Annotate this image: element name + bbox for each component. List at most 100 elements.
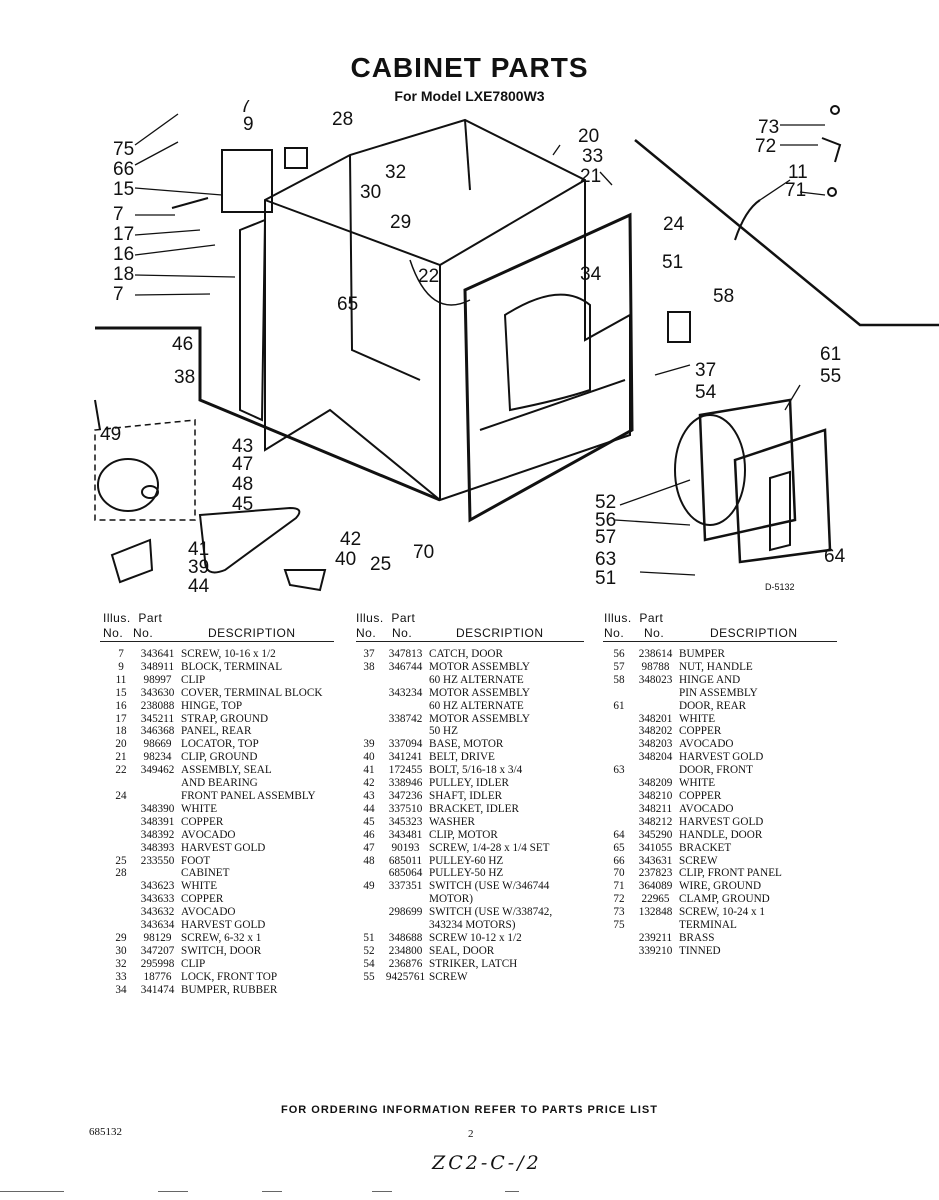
illus-number	[356, 867, 382, 880]
illus-number	[606, 777, 632, 790]
illus-number	[356, 713, 382, 726]
part-number: 338946	[388, 777, 423, 790]
illus-number: 44	[363, 802, 375, 815]
rear-door	[698, 398, 797, 542]
illus-number: 37	[363, 648, 375, 660]
svg-text:7: 7	[113, 204, 124, 225]
illus-number	[606, 687, 632, 700]
part-description: AVOCADO	[679, 802, 734, 815]
svg-text:51: 51	[595, 568, 616, 589]
svg-text:70: 70	[413, 542, 434, 563]
svg-text:24: 24	[663, 214, 685, 235]
part-number: 172455	[388, 764, 423, 777]
parts-row: 60 HZ ALTERNATE	[356, 700, 552, 713]
page-title: CABINET PARTS	[350, 52, 589, 83]
part-description: WHITE	[181, 880, 218, 893]
part-number: 348203	[638, 738, 673, 751]
svg-text:29: 29	[390, 212, 411, 233]
part-number: 685011	[388, 854, 423, 867]
illus-number	[356, 893, 382, 906]
illus-number	[356, 919, 382, 932]
part-number: 348688	[388, 931, 423, 944]
svg-text:11: 11	[788, 162, 808, 183]
part-description: STRAP, GROUND	[181, 712, 269, 725]
part-number	[134, 867, 181, 880]
motor-illustration	[97, 458, 159, 512]
part-description: FOOT	[181, 854, 211, 867]
part-number: 98669	[143, 738, 172, 751]
part-number: 343481	[388, 828, 423, 841]
illus-number: 61	[613, 699, 625, 712]
part-description: WHITE	[181, 802, 218, 815]
illus-number: 41	[363, 764, 375, 777]
illus-number	[606, 932, 632, 945]
svg-text:7: 7	[240, 100, 251, 117]
svg-text:37: 37	[695, 360, 716, 381]
part-description: HARVEST GOLD	[181, 841, 266, 854]
part-description: 343234 MOTORS)	[429, 919, 516, 932]
illus-number: 73	[613, 906, 625, 919]
illus-number: 66	[613, 854, 625, 867]
svg-text:65: 65	[337, 294, 358, 315]
part-description: WHITE	[679, 777, 716, 790]
illus-number: 47	[363, 841, 375, 854]
illus-number: 33	[115, 970, 127, 983]
illus-number	[606, 738, 632, 751]
part-description: BRASS	[679, 931, 715, 944]
part-number	[632, 687, 679, 700]
part-description: SCREW, 10-16 x 1/2	[181, 648, 276, 660]
part-description: HANDLE, DOOR	[679, 828, 763, 841]
part-description: CLIP, FRONT PANEL	[679, 867, 782, 880]
part-number	[382, 725, 429, 738]
part-description: BLOCK, TERMINAL	[181, 660, 283, 673]
part-description: CATCH, DOOR	[429, 648, 503, 660]
illus-number: 43	[363, 789, 375, 802]
part-number: 685064	[388, 867, 423, 880]
part-number: 345211	[140, 712, 175, 725]
svg-text:46: 46	[172, 334, 193, 355]
illus-number: 20	[115, 738, 127, 751]
svg-text:56: 56	[595, 510, 616, 531]
svg-text:28: 28	[332, 109, 353, 130]
part-description: MOTOR)	[429, 893, 473, 906]
part-number: 238614	[638, 648, 673, 660]
callout-labels: 75 66 15 7 17 16 18 7 9 7 28 32 30 29 22…	[100, 100, 846, 597]
part-number: 18776	[143, 970, 172, 983]
illus-number	[606, 803, 632, 816]
part-number: 348911	[140, 660, 175, 673]
part-number: 337094	[388, 738, 423, 751]
part-description: LOCK, FRONT TOP	[181, 970, 278, 983]
svg-text:75: 75	[113, 139, 134, 160]
part-description: COPPER	[181, 815, 224, 828]
svg-text:64: 64	[824, 546, 846, 567]
part-description: COPPER	[679, 725, 722, 738]
part-description: WHITE	[679, 712, 716, 725]
model-subtitle: For Model LXE7800W3	[394, 88, 545, 104]
part-description: TINNED	[679, 944, 721, 957]
part-number: 298699	[388, 906, 423, 919]
svg-text:7: 7	[113, 284, 124, 305]
svg-text:48: 48	[232, 474, 253, 495]
part-description: SCREW	[679, 854, 718, 867]
part-description: BASE, MOTOR	[429, 738, 504, 751]
